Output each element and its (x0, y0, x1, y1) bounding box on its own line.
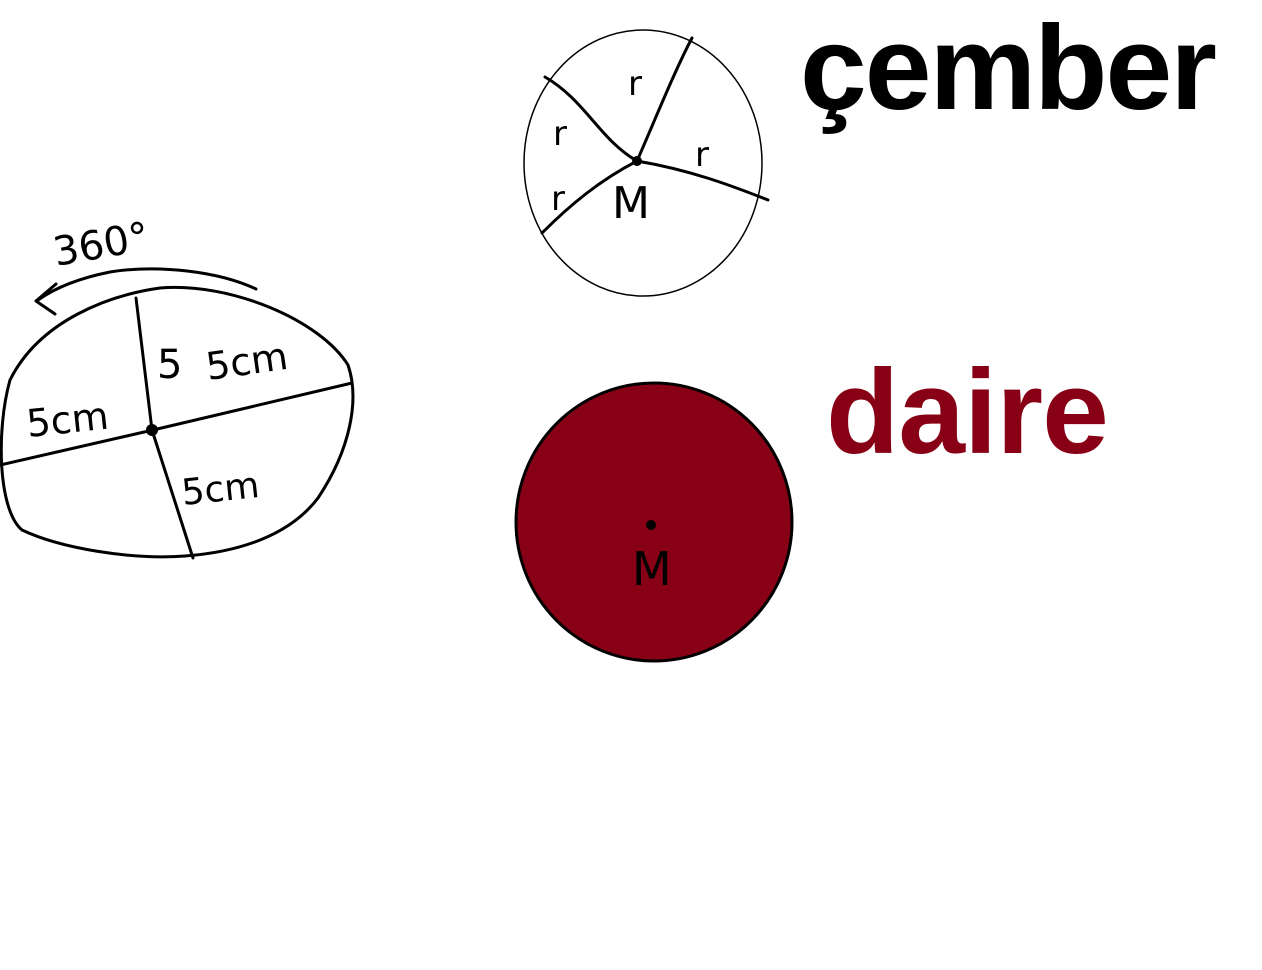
cember-radius-1 (543, 75, 639, 163)
cember-radius-label-bottom-left: r (551, 179, 565, 219)
sketch-oval (0, 285, 355, 559)
sketch-radius-label-top: 5 (157, 342, 182, 388)
sketch-center-point (146, 424, 158, 436)
cember-center-point (632, 156, 642, 166)
rotation-arrow-icon (36, 267, 258, 302)
daire-title: daire (826, 345, 1109, 479)
cember-title: çember (800, 1, 1217, 135)
sketch-angle-label: 360° (50, 214, 153, 276)
cember-radius-label-left: r (553, 114, 567, 154)
daire-center-label: M (632, 542, 672, 596)
cember-radius-label-right: r (695, 135, 709, 175)
cember-radius-2 (635, 36, 694, 163)
sketch-radius-label-left: 5cm (24, 394, 110, 446)
daire-figure: M (514, 381, 794, 663)
cember-center-label: M (612, 178, 650, 229)
cember-radius-label-top: r (628, 64, 642, 104)
cember-circle (523, 29, 763, 297)
sketch-radius-label-bottom: 5cm (180, 465, 262, 514)
sketch-radius-label-top-right: 5cm (203, 334, 290, 389)
cember-radius-3 (635, 159, 770, 202)
cember-radius-4 (540, 159, 639, 235)
daire-center-point (646, 520, 656, 530)
rotation-arrowhead-icon (34, 282, 58, 316)
sketch-circle-figure: 360° 5 5cm 5cm 5cm (0, 214, 355, 560)
cember-figure: r r r r M (523, 29, 770, 297)
